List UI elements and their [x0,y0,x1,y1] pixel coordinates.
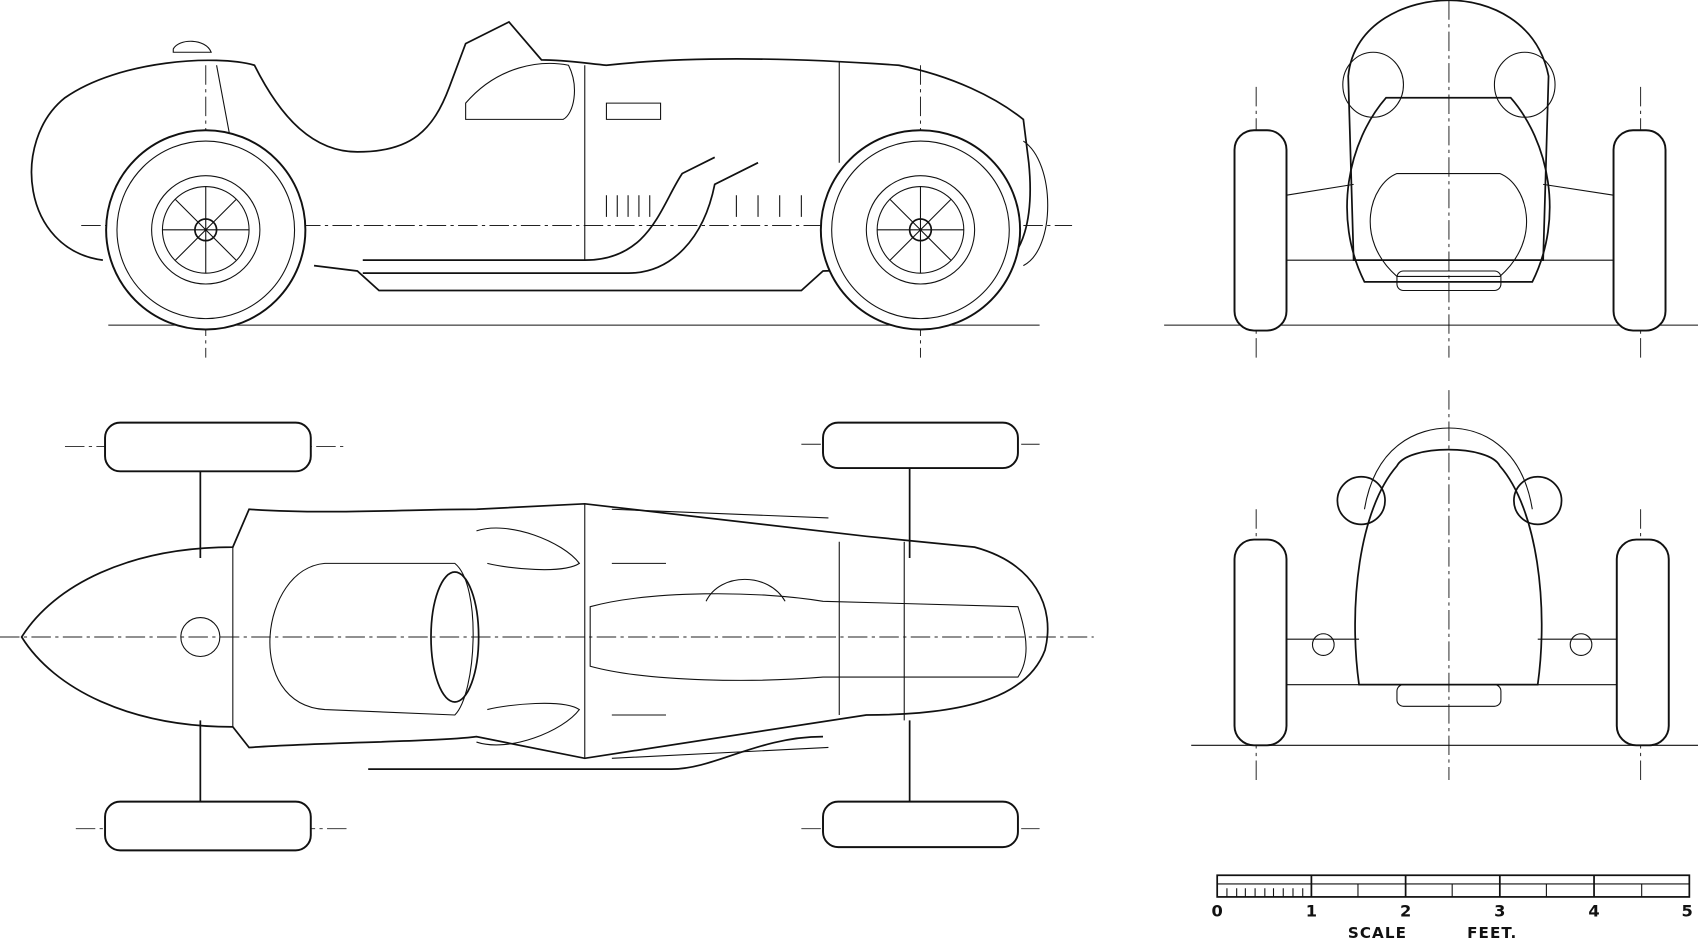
side-view [30,20,1073,358]
scale-tick-3: 3 [1494,901,1505,920]
exhaust-pipes [362,156,759,275]
scale-tick-2: 2 [1400,901,1411,920]
side-body-outline [30,20,1031,292]
filler-cap [172,40,212,53]
top-front-left-tyre [822,421,1019,470]
cockpit [269,562,474,716]
scale-tick-0: 0 [1212,901,1223,920]
top-body-outline [20,502,1049,760]
front-view [1164,0,1698,358]
top-view [0,421,1094,852]
scale-tick-4: 4 [1588,901,1599,920]
top-rear-left-tyre [104,421,312,473]
side-front-wheel [819,129,1022,331]
scale-bar: 0 1 2 3 4 5 SCALE FEET. [1212,874,1693,942]
scale-label: SCALE [1348,924,1407,942]
rear-view [1191,390,1698,780]
top-rear-right-tyre [104,800,312,852]
side-rear-wheel [105,129,307,331]
scale-tick-5: 5 [1682,901,1693,920]
steering-wheel [430,571,480,703]
top-front-right-tyre [822,800,1019,849]
scale-unit: FEET. [1467,924,1517,942]
scale-tick-1: 1 [1306,901,1317,920]
